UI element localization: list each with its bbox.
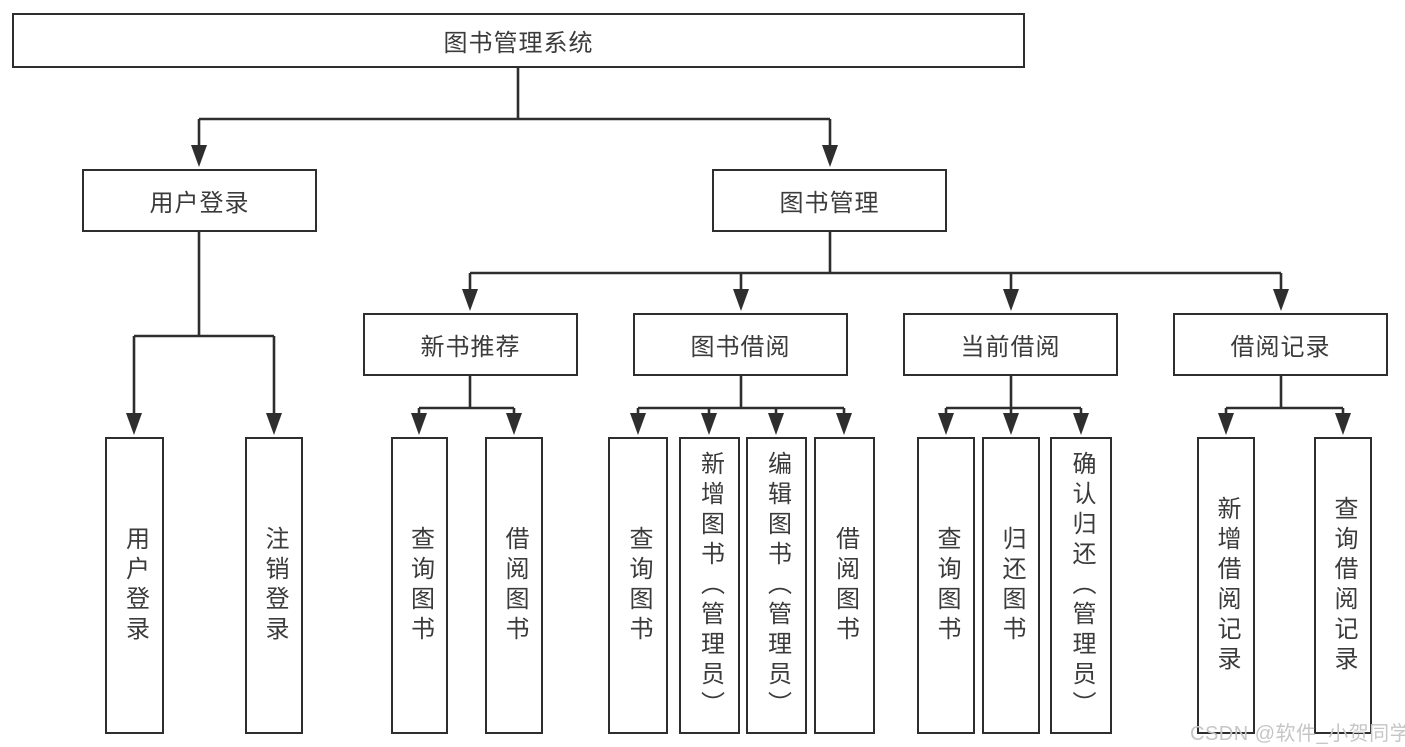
leaf-current-return-books: 归还图书 xyxy=(982,437,1040,734)
node-label: 当前借阅 xyxy=(960,334,1061,361)
leaf-user-login: 用户登录 xyxy=(105,437,164,734)
node-label: 图书借阅 xyxy=(690,334,791,361)
node-library-system: 图书管理系统 xyxy=(12,13,1025,68)
node-current-borrowing: 当前借阅 xyxy=(903,313,1118,376)
node-label: 编辑图书（管理员） xyxy=(763,450,791,721)
node-label: 图书管理系统 xyxy=(443,30,594,57)
node-label: 用户登录 xyxy=(149,190,250,217)
leaf-records-add-record: 新增借阅记录 xyxy=(1197,437,1255,734)
leaf-records-query-record: 查询借阅记录 xyxy=(1314,437,1372,734)
node-label: 借阅图书 xyxy=(501,525,528,646)
node-label: 借阅图书 xyxy=(831,525,859,646)
leaf-newbook-query-books: 查询图书 xyxy=(391,437,448,734)
node-label: 查询图书 xyxy=(406,525,434,646)
connector-book-borrow-group xyxy=(630,376,852,435)
node-label: 归还图书 xyxy=(998,525,1025,646)
node-book-management: 图书管理 xyxy=(712,169,947,232)
node-label: 新增图书（管理员） xyxy=(696,450,724,721)
node-label: 新增借阅记录 xyxy=(1213,495,1240,676)
node-book-borrowing: 图书借阅 xyxy=(633,313,848,376)
node-label: 确认归还（管理员） xyxy=(1068,450,1095,721)
leaf-borrow-borrow-books: 借阅图书 xyxy=(814,437,875,734)
node-label: 查询图书 xyxy=(933,525,960,646)
connector-login-branch xyxy=(126,232,282,435)
leaf-borrow-edit-book-admin: 编辑图书（管理员） xyxy=(746,437,807,734)
connector-management-to-level3 xyxy=(462,232,1289,311)
leaf-current-confirm-return-admin: 确认归还（管理员） xyxy=(1050,437,1112,734)
watermark: CSDN @软件_小贺同学 xyxy=(1190,723,1405,745)
node-label: 查询图书 xyxy=(625,525,652,646)
connector-current-borrow-group xyxy=(938,376,1089,435)
leaf-newbook-borrow-books: 借阅图书 xyxy=(485,437,543,734)
connector-root-to-level2 xyxy=(191,68,838,167)
node-label: 查询借阅记录 xyxy=(1330,495,1357,676)
leaf-logout-login: 注销登录 xyxy=(245,437,303,734)
node-label: 借阅记录 xyxy=(1230,334,1331,361)
node-label: 图书管理 xyxy=(779,190,880,217)
leaf-borrow-add-book-admin: 新增图书（管理员） xyxy=(679,437,740,734)
node-label: 注销登录 xyxy=(261,525,288,646)
node-label: 用户登录 xyxy=(121,525,149,646)
leaf-current-query-books: 查询图书 xyxy=(917,437,975,734)
leaf-borrow-query-books: 查询图书 xyxy=(608,437,668,734)
connector-new-book-group xyxy=(411,376,522,435)
connector-borrow-records-group xyxy=(1218,376,1351,435)
node-new-book-recommendation: 新书推荐 xyxy=(363,313,578,376)
node-label: 新书推荐 xyxy=(420,334,521,361)
node-user-login-branch: 用户登录 xyxy=(82,169,317,232)
node-borrowing-records: 借阅记录 xyxy=(1173,313,1388,376)
